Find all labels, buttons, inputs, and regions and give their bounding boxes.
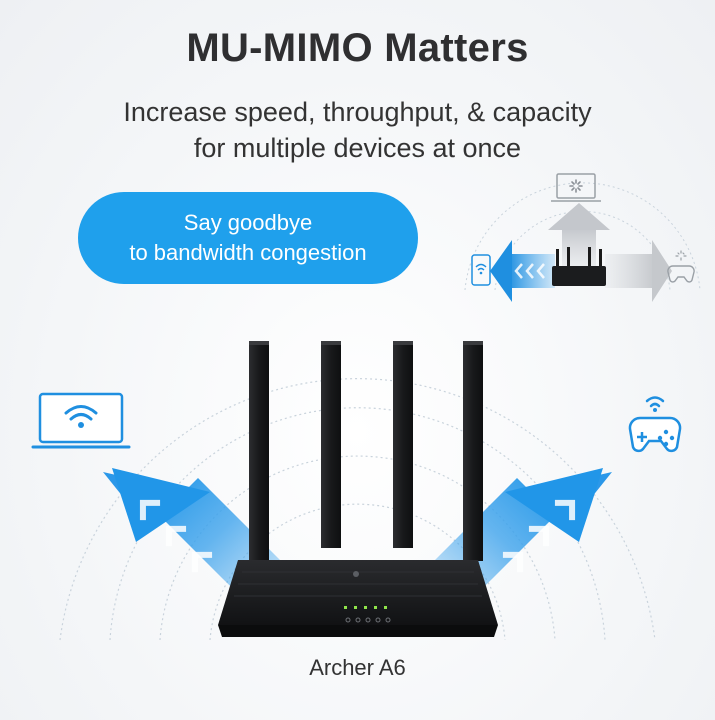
mini-laptop-icon: [551, 173, 601, 202]
mini-left-arrow: [490, 240, 555, 302]
callout-line-2: to bandwidth congestion: [129, 240, 367, 265]
status-leds-icon: [344, 606, 387, 609]
subtitle-line-2: for multiple devices at once: [193, 133, 522, 163]
mini-gamepad-icon: [667, 265, 695, 283]
loading-spinner-icon: [569, 179, 583, 193]
callout-pill: Say goodbye to bandwidth congestion: [78, 192, 418, 284]
mini-coverage-arcs: [464, 182, 701, 291]
mini-phone-icon: [471, 254, 491, 286]
mini-router-icon: [552, 247, 606, 286]
page-title: MU-MIMO Matters: [186, 26, 529, 70]
router-icon: [218, 341, 498, 637]
subtitle-line-1: Increase speed, throughput, & capacity: [123, 97, 592, 127]
mini-right-arrow: [605, 240, 672, 302]
gamepad-wifi-icon: [628, 396, 682, 453]
product-model-label: Archer A6: [309, 655, 406, 680]
callout-line-1: Say goodbye: [183, 210, 313, 235]
laptop-wifi-icon: [31, 392, 131, 449]
mini-spinner-icon: [675, 250, 687, 261]
status-icons: [345, 617, 391, 623]
brand-logo-icon: [353, 571, 359, 577]
